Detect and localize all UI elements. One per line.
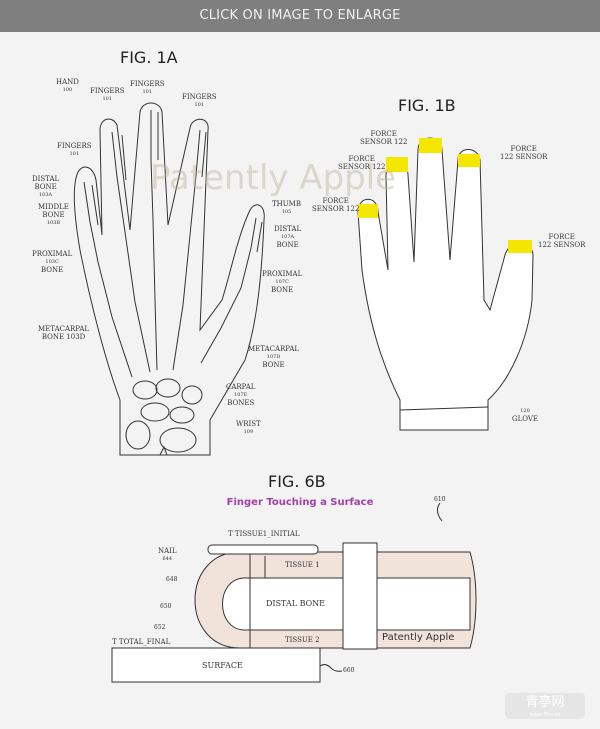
enlarge-banner[interactable]: CLICK ON IMAGE TO ENLARGE xyxy=(0,0,600,32)
label-total-final: T TOTAL_FINAL xyxy=(112,638,171,646)
label-652: 652 xyxy=(154,624,166,631)
label-648: 648 xyxy=(166,576,178,583)
fig-1b-title: FIG. 1B xyxy=(398,96,456,115)
label-610: 610 xyxy=(434,496,446,503)
watermark-6b: Patently Apple xyxy=(382,632,455,643)
force-sensors xyxy=(358,138,532,253)
fig-6b-subtitle: Finger Touching a Surface xyxy=(226,497,374,508)
label-tissue1-initial: T TISSUE1_INITIAL xyxy=(228,530,300,538)
label-tissue-2: TISSUE 2 xyxy=(285,636,320,644)
label-distal-bone-6b: DISTAL BONE xyxy=(266,599,326,608)
hand-skeleton-drawing xyxy=(73,102,265,456)
fig-1a-title: FIG. 1A xyxy=(120,48,178,67)
fig-6b-title: FIG. 6B xyxy=(268,472,326,491)
label-tissue-1: TISSUE 1 xyxy=(285,561,320,569)
glove-drawing xyxy=(357,137,534,431)
label-surface: SURFACE xyxy=(202,661,243,670)
watermark: Patently Apple xyxy=(150,158,397,198)
label-650: 650 xyxy=(160,603,172,610)
label-660: 660 xyxy=(343,667,355,674)
finger-cross-section-drawing xyxy=(111,502,477,683)
